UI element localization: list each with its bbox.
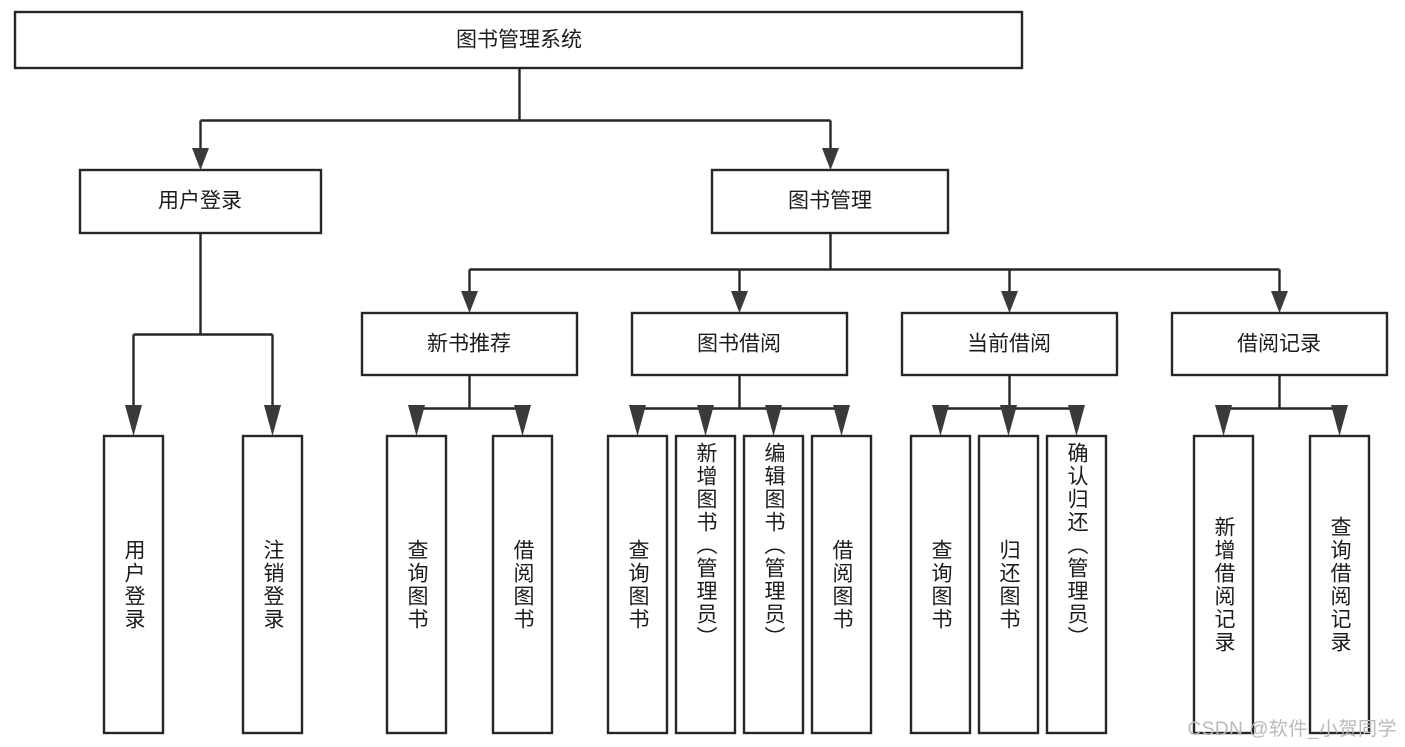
edge-bookborrow-bus bbox=[636, 375, 843, 425]
arrow-to-leaf-rec-borrow bbox=[514, 405, 531, 436]
node-leaf-bb-add-box[interactable] bbox=[674, 434, 737, 735]
node-leaf-cb-confirm-box[interactable] bbox=[1045, 434, 1108, 735]
edge-newbookrec-bus bbox=[415, 375, 524, 425]
arrow-to-current-borrow bbox=[1001, 291, 1018, 313]
arrow-to-new-book-rec bbox=[461, 291, 478, 313]
node-leaf-br-query-box[interactable] bbox=[1308, 434, 1371, 735]
node-book-borrow-label: 图书借阅 bbox=[697, 333, 781, 356]
node-current-borrow-box[interactable] bbox=[900, 311, 1119, 377]
node-current-borrow-label: 当前借阅 bbox=[967, 333, 1051, 356]
node-borrow-record-label: 借阅记录 bbox=[1237, 333, 1321, 356]
arrow-to-leaf-bb-edit bbox=[765, 405, 782, 436]
edge-borrowrecord-bus bbox=[1222, 375, 1341, 425]
arrow-to-leaf-bb-query bbox=[629, 405, 646, 436]
node-root[interactable]: 图书管理系统 bbox=[13, 10, 1024, 70]
arrow-to-leaf-cb-return bbox=[1000, 405, 1017, 436]
node-book-borrow[interactable]: 图书借阅 bbox=[630, 311, 849, 377]
node-root-label: 图书管理系统 bbox=[456, 29, 582, 52]
node-user-login-label: 用户登录 bbox=[158, 190, 242, 213]
arrow-to-leaf-bb-borrow bbox=[833, 405, 850, 436]
node-leaf-cb-query-box[interactable] bbox=[909, 434, 972, 735]
node-book-manage[interactable]: 图书管理 bbox=[710, 168, 950, 235]
node-book-manage-box[interactable] bbox=[710, 168, 950, 235]
arrow-to-leaf-br-add bbox=[1215, 405, 1232, 436]
node-borrow-record[interactable]: 借阅记录 bbox=[1170, 311, 1389, 377]
node-user-login[interactable]: 用户登录 bbox=[78, 168, 323, 235]
node-leaf-rec-query-box[interactable] bbox=[385, 434, 448, 735]
arrow-head-layer bbox=[125, 148, 1348, 436]
node-root-box[interactable] bbox=[13, 10, 1024, 70]
arrow-to-borrow-record bbox=[1271, 291, 1288, 313]
edge-bookmanage-bus bbox=[468, 233, 1281, 303]
arrow-to-leaf-bb-add bbox=[697, 405, 714, 436]
arrow-to-leaf-cb-query bbox=[932, 405, 949, 436]
arrow-to-leaf-rec-query bbox=[408, 405, 425, 436]
leaf-box-layer bbox=[102, 434, 1371, 735]
arrow-to-user-login bbox=[192, 148, 209, 170]
node-leaf-br-add-box[interactable] bbox=[1192, 434, 1255, 735]
node-leaf-user-logout-box[interactable] bbox=[241, 434, 304, 735]
node-new-book-rec-box[interactable] bbox=[360, 311, 579, 377]
node-borrow-record-box[interactable] bbox=[1170, 311, 1389, 377]
node-book-borrow-box[interactable] bbox=[630, 311, 849, 377]
csdn-watermark: CSDN @软件_小贺同学 bbox=[1187, 719, 1397, 740]
node-leaf-bb-edit-box[interactable] bbox=[742, 434, 805, 735]
arrow-to-leaf-user-login bbox=[125, 405, 142, 436]
arrow-to-book-manage bbox=[822, 148, 839, 170]
node-leaf-rec-borrow-box[interactable] bbox=[491, 434, 554, 735]
node-leaf-bb-borrow-box[interactable] bbox=[810, 434, 873, 735]
node-current-borrow[interactable]: 当前借阅 bbox=[900, 311, 1119, 377]
node-leaf-cb-return-box[interactable] bbox=[977, 434, 1040, 735]
edge-root-bus bbox=[199, 68, 832, 160]
node-leaf-user-login-box[interactable] bbox=[102, 434, 165, 735]
edge-userlogin-bus bbox=[132, 233, 274, 425]
node-new-book-rec-label: 新书推荐 bbox=[427, 333, 511, 356]
node-book-manage-label: 图书管理 bbox=[788, 190, 872, 213]
arrow-to-leaf-cb-confirm bbox=[1068, 405, 1085, 436]
node-new-book-rec[interactable]: 新书推荐 bbox=[360, 311, 579, 377]
arrow-to-leaf-user-logout bbox=[264, 405, 281, 436]
node-leaf-bb-query-box[interactable] bbox=[606, 434, 669, 735]
connector-layer bbox=[132, 68, 1341, 425]
arrow-to-leaf-br-query bbox=[1331, 405, 1348, 436]
node-user-login-box[interactable] bbox=[78, 168, 323, 235]
arrow-to-book-borrow bbox=[731, 291, 748, 313]
